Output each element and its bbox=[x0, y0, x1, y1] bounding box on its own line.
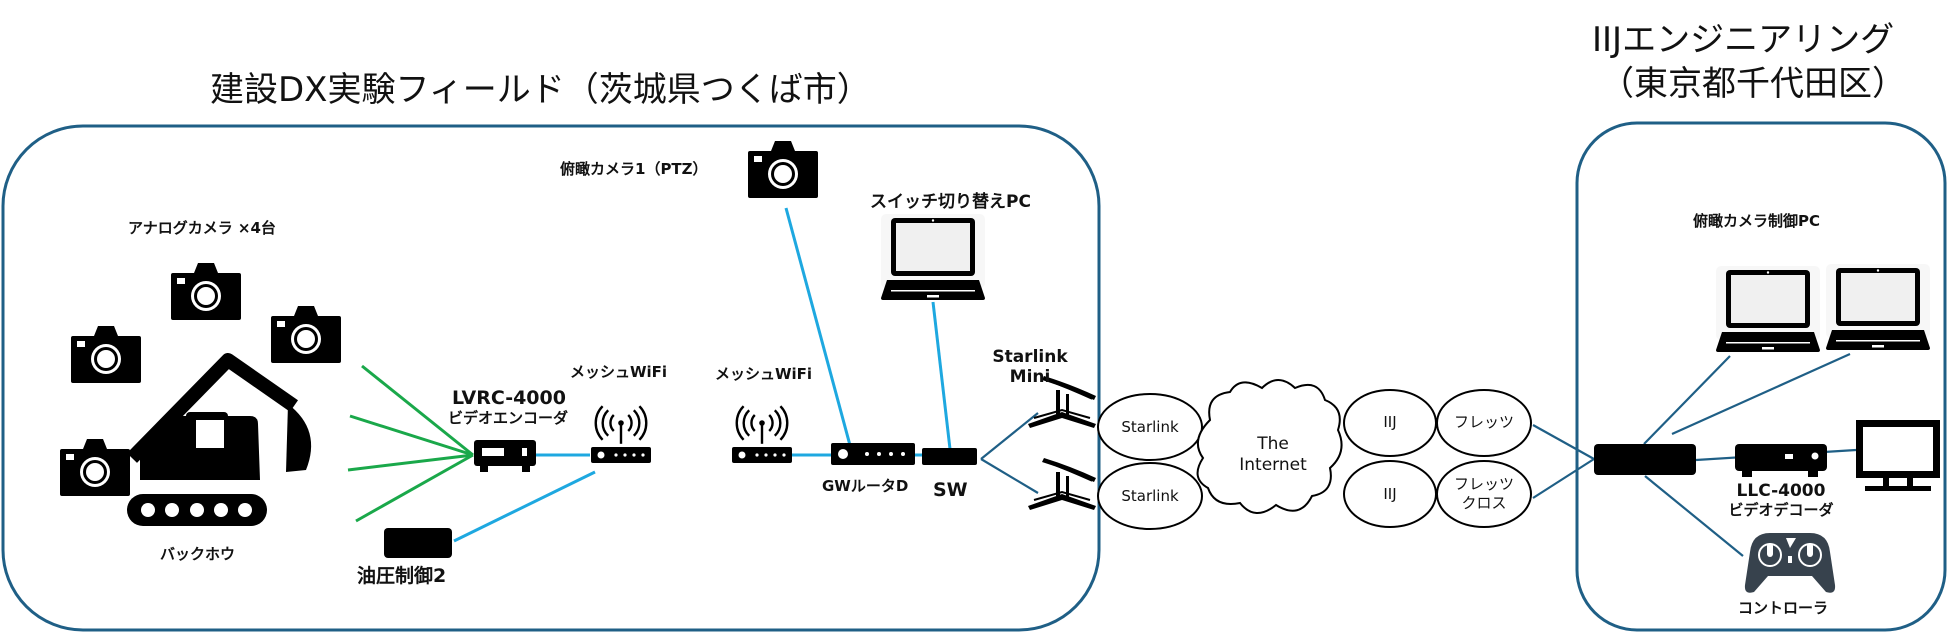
video-encoder-icon[interactable] bbox=[474, 440, 536, 472]
encoder-desc-label: ビデオエンコーダ bbox=[448, 409, 569, 427]
starlink-cloud-1 bbox=[1097, 393, 1203, 461]
starlink-mini-label-2: Mini bbox=[1009, 367, 1051, 387]
gw-router-label: GWルータD bbox=[822, 477, 909, 495]
hq-router-icon[interactable] bbox=[1594, 444, 1696, 475]
mesh-wifi-router-icon[interactable] bbox=[591, 405, 651, 463]
controller-label: コントローラ bbox=[1737, 599, 1828, 617]
internet-cloud bbox=[1196, 379, 1343, 514]
monitor-icon[interactable] bbox=[1856, 420, 1940, 491]
starlink-mini-label-1: Starlink bbox=[992, 347, 1068, 367]
analog-camera-icon bbox=[171, 263, 241, 320]
flets-cross-label-2: クロス bbox=[1461, 494, 1507, 512]
backhoe-label: バックホウ bbox=[160, 545, 236, 563]
switch-pc-label: スイッチ切り替えPC bbox=[870, 192, 1031, 212]
controller-icon[interactable] bbox=[1744, 533, 1836, 593]
sw-label: SW bbox=[933, 479, 968, 501]
control-pc-laptop-icon[interactable] bbox=[1716, 266, 1820, 352]
decoder-model-label: LLC-4000 bbox=[1736, 481, 1826, 501]
hq-title-line1: IIJエンジニアリング bbox=[1592, 20, 1895, 60]
ptz-camera-label: 俯瞰カメラ1（PTZ） bbox=[560, 160, 708, 178]
field-title: 建設DX実験フィールド（茨城県つくば市） bbox=[210, 70, 871, 110]
mesh-wifi-2-label: メッシュWiFi bbox=[715, 365, 813, 383]
starlink-cloud-2-label: Starlink bbox=[1121, 487, 1179, 505]
encoder-model-label: LVRC-4000 bbox=[452, 387, 566, 409]
control-pc-laptop-icon[interactable] bbox=[1826, 264, 1930, 350]
hq-title-line2: （東京都千代田区） bbox=[1600, 64, 1906, 104]
flets-label: フレッツ bbox=[1453, 413, 1514, 431]
camera-feed-lines bbox=[347, 364, 474, 523]
mesh-wifi-1-label: メッシュWiFi bbox=[570, 363, 668, 381]
control-pc-label: 俯瞰カメラ制御PC bbox=[1693, 212, 1821, 230]
decoder-desc-label: ビデオデコーダ bbox=[1728, 501, 1834, 519]
internet-label-1: The bbox=[1257, 434, 1289, 454]
field-frame bbox=[1, 124, 1101, 632]
analog-camera-icon bbox=[60, 439, 130, 496]
ptz-camera-icon[interactable] bbox=[748, 141, 818, 198]
internet-label-2: Internet bbox=[1239, 455, 1307, 475]
flets-cloud bbox=[1436, 389, 1532, 457]
starlink-mini-dish-icon[interactable] bbox=[1027, 457, 1097, 511]
flets-cross-cloud bbox=[1436, 460, 1532, 528]
video-decoder-icon[interactable] bbox=[1735, 444, 1827, 477]
analog-cameras-label: アナログカメラ ×4台 bbox=[128, 219, 276, 237]
analog-camera-icon bbox=[271, 306, 341, 363]
starlink-cloud-1-label: Starlink bbox=[1121, 418, 1179, 436]
mesh-wifi-router-icon[interactable] bbox=[732, 405, 792, 463]
wan-lines bbox=[980, 352, 1857, 557]
flets-cross-label-1: フレッツ bbox=[1453, 475, 1514, 493]
backhoe-icon bbox=[126, 353, 312, 526]
switch-pc-laptop-icon[interactable] bbox=[881, 214, 985, 300]
hydraulic-label: 油圧制御2 bbox=[357, 565, 447, 587]
hq-frame bbox=[1575, 121, 1947, 632]
iij-2-label: IIJ bbox=[1383, 485, 1397, 503]
gw-router-icon[interactable] bbox=[831, 443, 915, 465]
switch-icon[interactable] bbox=[922, 448, 977, 465]
hydraulic-control-icon[interactable] bbox=[384, 528, 452, 558]
starlink-cloud-2 bbox=[1097, 462, 1203, 530]
analog-camera-icon bbox=[71, 326, 141, 383]
iij-1-label: IIJ bbox=[1383, 413, 1397, 431]
